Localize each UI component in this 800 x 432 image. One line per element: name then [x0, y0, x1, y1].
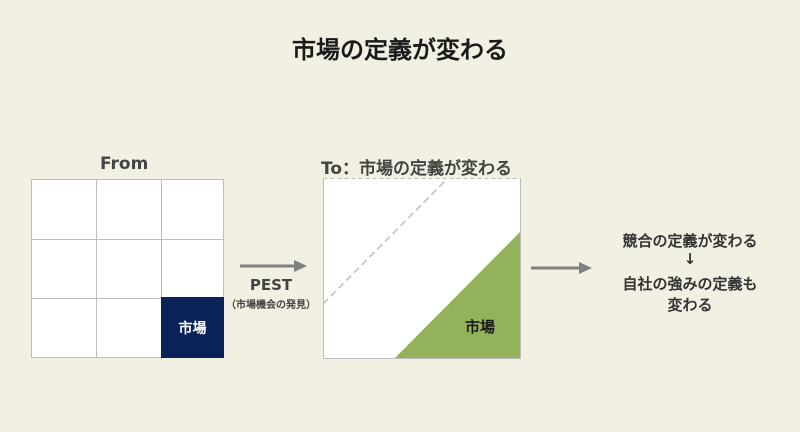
page-title: 市場の定義が変わる	[292, 36, 508, 64]
market-grid	[31, 179, 224, 358]
triangle-label: 市場	[464, 318, 495, 336]
from-label: From	[100, 154, 149, 174]
strength-redefined-text-2: 変わる	[667, 296, 713, 314]
pest-subtitle: （市場機会の発見）	[226, 300, 316, 311]
previous-boundary-line	[323, 179, 447, 305]
redefined-market-diagram	[323, 178, 521, 359]
competition-redefined-text: 競合の定義が変わる	[622, 232, 758, 250]
arrow-right-icon	[531, 262, 592, 274]
down-arrow-icon: ↓	[683, 250, 697, 268]
pest-label: PEST	[249, 276, 293, 294]
market-cell-label: 市場	[178, 320, 207, 337]
arrow-right-icon	[240, 260, 307, 272]
market-triangle	[395, 232, 520, 358]
grid-line	[32, 239, 223, 240]
grid-line	[161, 180, 162, 357]
to-label: To：市場の定義が変わる	[321, 159, 513, 179]
grid-line	[96, 180, 97, 357]
grid-line	[32, 298, 223, 299]
market-cell: 市場	[161, 297, 224, 358]
strength-redefined-text: 自社の強みの定義も	[622, 275, 758, 293]
